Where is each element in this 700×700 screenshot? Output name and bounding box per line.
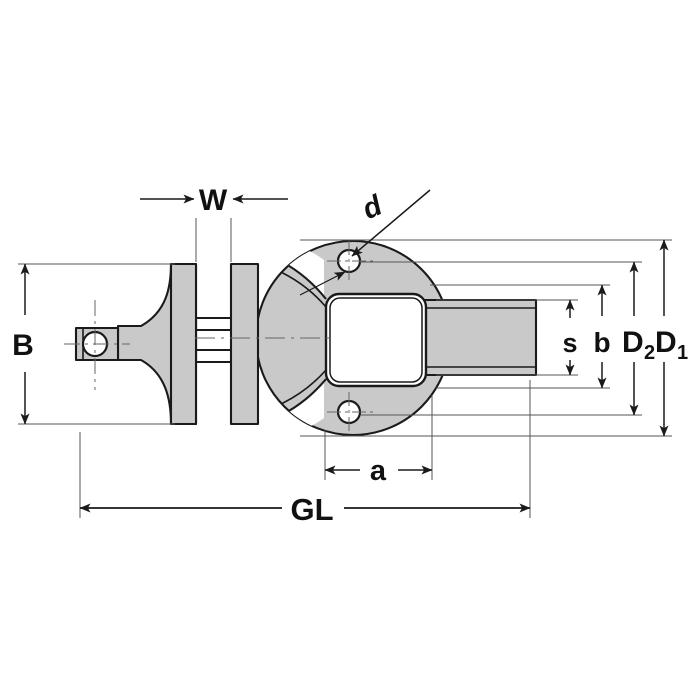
label-D2-subscript: 2	[644, 342, 655, 364]
dim-d-leader-line-2	[299, 271, 346, 296]
label-D1-main: D	[655, 326, 677, 359]
knockout-a	[360, 452, 398, 488]
square-bore-inner	[329, 297, 423, 383]
label-W: W	[199, 184, 228, 217]
label-s: s	[562, 328, 577, 358]
left-flange-plate	[169, 262, 198, 426]
label-D1: D 1	[655, 326, 688, 364]
centreline-group	[64, 241, 375, 434]
knockout-D1	[645, 316, 689, 362]
fork-upper-inner-curve-2	[256, 257, 327, 308]
knockout-GL	[282, 488, 344, 530]
label-knockout-group	[5, 180, 689, 530]
label-D2-main: D	[622, 326, 644, 359]
knockout-W	[194, 180, 232, 218]
fork-lower-inner-curve-2	[256, 369, 327, 419]
label-B: B	[12, 329, 34, 362]
label-a: a	[370, 455, 387, 487]
shaft-body	[418, 298, 538, 377]
knockout-B	[5, 322, 41, 364]
label-b: b	[593, 327, 610, 358]
label-D2: D 2	[622, 326, 655, 364]
dim-d-leader-line	[351, 189, 431, 257]
right-flange-plate	[229, 262, 260, 426]
knockout-s	[553, 318, 587, 360]
label-D1-subscript: 1	[677, 342, 688, 364]
label-GL: GL	[290, 492, 333, 527]
extension-line-group	[18, 192, 672, 518]
